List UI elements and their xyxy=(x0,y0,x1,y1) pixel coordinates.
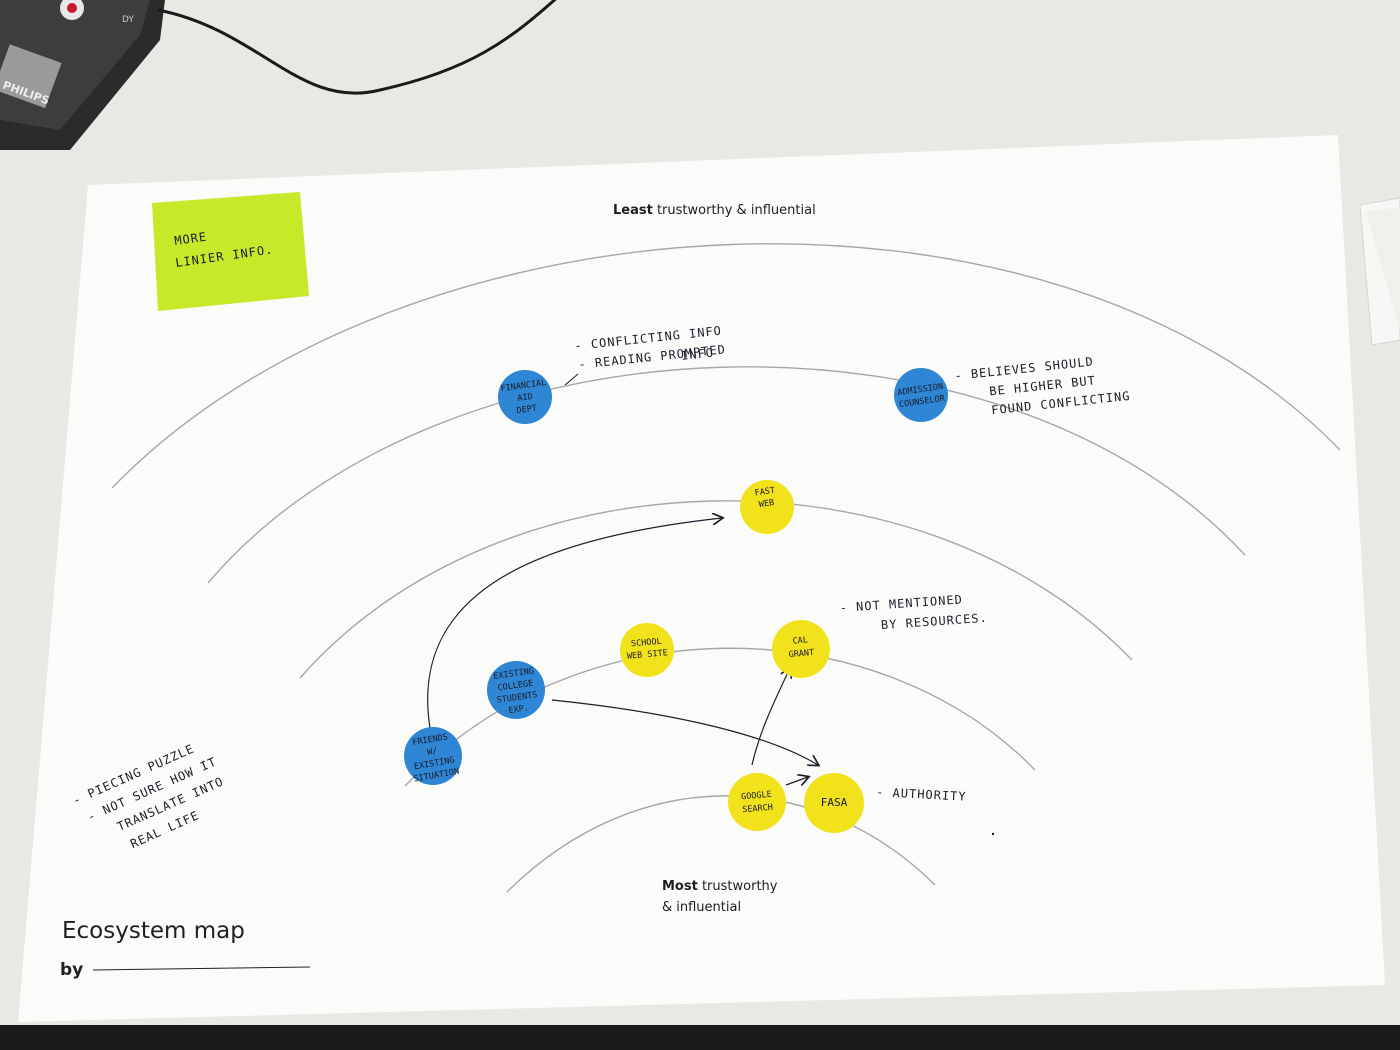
arrow-students-to-fasa xyxy=(551,699,818,765)
trust-rings xyxy=(111,243,1341,893)
sticky-note-line-1: MORE xyxy=(173,230,208,248)
ecosystem-map-sheet xyxy=(18,135,1385,1022)
paper-stack xyxy=(1359,197,1400,346)
audio-recorder: PHILIPS DY xyxy=(0,0,165,150)
dot-fasa: FASA xyxy=(804,773,864,833)
note-fasa: - AUTHORITY xyxy=(876,785,995,836)
svg-text:- AUTHORITY: - AUTHORITY xyxy=(876,785,967,804)
svg-text:GOOGLESEARCH: GOOGLESEARCH xyxy=(741,790,774,816)
ring-4 xyxy=(404,647,1036,787)
dot-cal-grant: CALGRANT xyxy=(772,620,830,678)
svg-text:CALGRANT: CALGRANT xyxy=(787,635,815,660)
svg-text:EXISTINGCOLLEGESTUDENTSEXP.: EXISTINGCOLLEGESTUDENTSEXP. xyxy=(493,666,540,717)
dot-school-website: SCHOOLWEB SITE xyxy=(620,623,674,677)
ring-3 xyxy=(299,500,1133,679)
svg-text:FASA: FASA xyxy=(821,796,848,809)
most-label-line2: & influential xyxy=(662,900,741,915)
ring-2 xyxy=(207,366,1246,584)
least-label: Least trustworthy & influential xyxy=(613,203,816,218)
hand-drawn-arrows xyxy=(427,518,818,785)
map-title: Ecosystem map xyxy=(62,918,245,944)
ring-1 xyxy=(111,243,1341,489)
author-line xyxy=(92,966,311,971)
dot-friends: FRIENDSW/EXISTINGSITUATION xyxy=(404,727,462,785)
sticky-note: MORE LINIER INFO. xyxy=(152,192,309,311)
desk-bottom-shadow xyxy=(0,1025,1400,1050)
dot-fast-web: FASTWEB xyxy=(740,480,794,534)
dot-existing-students: EXISTINGCOLLEGESTUDENTSEXP. xyxy=(487,661,545,719)
arrow-friends-to-fastweb xyxy=(427,518,722,729)
arrow-google-to-fasa xyxy=(785,777,808,785)
most-label: Most trustworthy xyxy=(662,879,778,894)
device-badge: DY xyxy=(122,15,134,25)
by-label: by xyxy=(60,960,83,980)
recorder-cable xyxy=(157,0,557,95)
dot-google-search: GOOGLESEARCH xyxy=(728,773,786,831)
arrow-google-to-calgrant xyxy=(751,668,790,766)
ring-5 xyxy=(506,795,936,893)
svg-text:FASTWEB: FASTWEB xyxy=(754,486,777,511)
dot-financial-aid: FINANCIALAIDDEPT xyxy=(498,370,552,424)
dot-admission-counselor: ADMISSIONCOUNSELOR xyxy=(894,368,948,422)
svg-text:SCHOOLWEB SITE: SCHOOLWEB SITE xyxy=(626,636,669,661)
